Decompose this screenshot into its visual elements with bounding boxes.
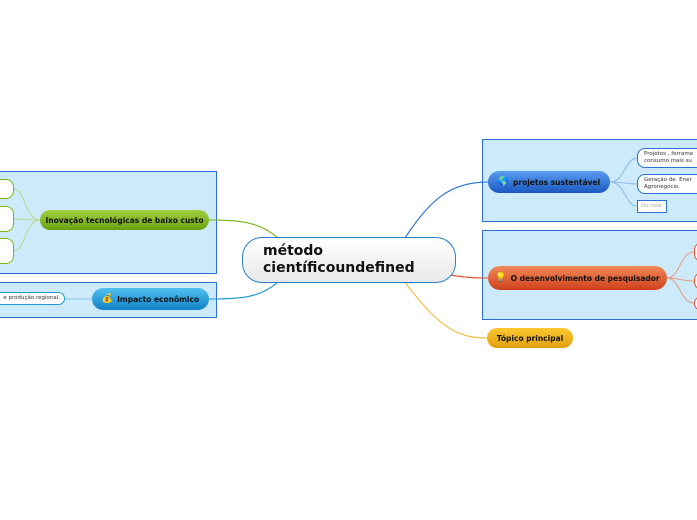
lightbulb-icon: 💡 — [495, 273, 507, 283]
topic-impacto-economico[interactable]: 💰Impacto econômico — [92, 288, 209, 310]
subtopic-inovacao-2[interactable] — [0, 206, 14, 232]
placeholder-do-now[interactable]: Do now — [637, 200, 667, 213]
subtopic-inovacao-3[interactable] — [0, 238, 14, 264]
subtopic-geracao-energia[interactable]: Geração de Ener Agronegócio. — [637, 174, 697, 194]
subtopic-projetos-ferramentas[interactable]: Projetos , ferrame consumo mais su — [637, 148, 697, 168]
topic-label: projetos sustentável — [513, 177, 601, 187]
central-topic[interactable]: método científicoundefined — [242, 237, 456, 283]
money-bag-icon: 💰 — [101, 294, 114, 304]
subtopic-producao-regional[interactable]: e produção regional. — [0, 292, 65, 305]
globe-icon: 🌎 — [497, 177, 510, 187]
subtopic-inovacao-1[interactable] — [0, 179, 14, 199]
topic-label: O desenvolvimento de pesquisador — [510, 273, 660, 283]
central-line1: método — [263, 243, 324, 259]
topic-desenvolvimento-pesquisador[interactable]: 💡O desenvolvimento de pesquisador — [488, 266, 667, 290]
topic-topico-principal[interactable]: Tópico principal — [487, 328, 573, 348]
topic-label: Impacto econômico — [117, 294, 200, 304]
topic-projetos-sustentavel[interactable]: 🌎projetos sustentável — [488, 171, 610, 193]
topic-inovacao-tecnologicas[interactable]: Inovação tecnológicas de baixo custo — [40, 210, 209, 230]
central-line2: científicoundefined — [263, 260, 415, 276]
